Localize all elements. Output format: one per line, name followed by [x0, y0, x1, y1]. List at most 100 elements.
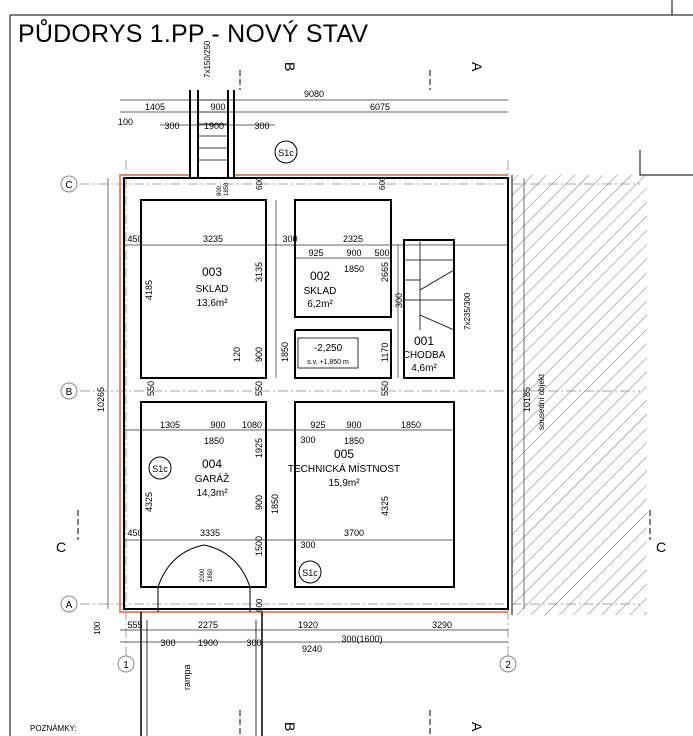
room-002-number: 002: [310, 269, 330, 283]
section-mark-c-left: C: [56, 539, 66, 555]
dimension-label: 300: [300, 435, 315, 445]
room-003-number: 003: [202, 265, 222, 279]
room-002-area: 6,2m²: [307, 299, 333, 310]
dimension-label: 900: [346, 248, 361, 258]
dimension-label: 550: [380, 381, 390, 396]
dimension-label: 450: [127, 528, 142, 538]
room-005-name: TECHNICKÁ MÍSTNOST: [288, 462, 400, 475]
notes-label: POZNÁMKY:: [30, 724, 77, 733]
dimension-label: 1500: [254, 536, 264, 556]
room-001-area: 4,6m²: [411, 363, 437, 374]
dimension-label: 550: [146, 381, 156, 396]
dim-bottom-total: 9240: [302, 644, 322, 654]
ramp-label: rampa: [182, 664, 192, 690]
room-004-name: GARÁŽ: [195, 472, 229, 485]
walls: [123, 90, 509, 610]
dimension-label: 2: [505, 660, 511, 671]
dimension-label: 300(1600): [341, 634, 382, 644]
dimension-label: 1850: [208, 568, 214, 582]
dimension-label: 300: [300, 540, 315, 550]
grid-axis-2: [499, 655, 517, 673]
dimension-lines: [107, 99, 525, 643]
stair-top-label: 7x150/250: [203, 40, 212, 78]
dimension-label: 550: [254, 381, 264, 396]
dimension-label: 925: [310, 420, 325, 430]
dimension-label: 1925: [254, 438, 264, 458]
dimension-label: B: [66, 387, 73, 398]
dimension-label: 450: [127, 234, 142, 244]
level-sub: s.v. +1,850 m: [307, 359, 349, 366]
dim-right-total: 10185: [522, 387, 532, 412]
grid-axis-b: [60, 382, 78, 400]
stair-right-label: 7x235/300: [463, 292, 472, 330]
dimension-label: 1920: [298, 620, 318, 630]
dimension-label: 1: [123, 660, 129, 671]
room-005-area: 15,9m²: [328, 478, 360, 489]
dimension-label: 300: [164, 121, 179, 131]
dimension-label: A: [66, 600, 73, 611]
neighbour-label: sousední objekt: [537, 373, 546, 430]
dimension-label: 900: [346, 420, 361, 430]
dimension-label: 800: [217, 185, 223, 196]
dim-100: 100: [118, 117, 133, 127]
dim-left-total: 10265: [96, 387, 106, 412]
ramp: [140, 612, 263, 736]
grid-axis-1: [117, 655, 135, 673]
dimension-label: 1850: [344, 264, 364, 274]
level-value: -2,250: [314, 343, 343, 354]
dimension-label: 1850: [401, 420, 421, 430]
dimension-label: C: [65, 180, 72, 191]
grid-axis-c: [60, 175, 78, 193]
dimension-label: 1305: [160, 420, 180, 430]
garage-door: [157, 544, 251, 612]
dimension-label: 300: [246, 638, 261, 648]
dimension-label: 1080: [242, 420, 262, 430]
dimension-label: 2325: [343, 234, 363, 244]
dimension-label: 4185: [144, 280, 154, 300]
room-002-name: SKLAD: [304, 286, 337, 297]
page-title: PŮDORYS 1.PP - NOVÝ STAV: [18, 20, 369, 48]
dimension-label: 900: [254, 347, 264, 362]
dimension-label: 1405: [145, 102, 165, 112]
dimension-label: 100: [93, 621, 102, 635]
section-mark-b-top: B: [282, 62, 298, 71]
dimension-label: 1850: [280, 342, 290, 362]
dimension-label: 900: [254, 495, 264, 510]
dimension-label: 3700: [344, 528, 364, 538]
dimension-label: 300: [394, 293, 404, 308]
dimension-label: 3335: [200, 528, 220, 538]
dimension-label: 600: [378, 176, 387, 190]
section-mark-b-bottom: B: [282, 722, 298, 731]
dimension-label: 600: [255, 598, 264, 612]
section-mark-a-top: A: [469, 62, 485, 72]
room-003-area: 13,6m²: [196, 298, 228, 309]
neighbour-building: [512, 175, 647, 615]
dimension-label: 6075: [370, 102, 390, 112]
dimension-label: 300: [160, 638, 175, 648]
dimension-label: 2275: [198, 620, 218, 630]
grid-axis-markers: C B A 1 2: [60, 175, 517, 673]
dimension-label: 900: [210, 102, 225, 112]
section-mark-a-bottom: A: [469, 722, 485, 732]
room-001-name: CHODBA: [403, 350, 446, 361]
dimension-label: 3235: [203, 234, 223, 244]
dimension-label: 1850: [224, 182, 230, 196]
room-004-area: 14,3m²: [196, 488, 228, 499]
dimension-label: 1850: [270, 494, 280, 514]
dimension-label: 3135: [254, 262, 264, 282]
dimension-label: 2000: [200, 568, 206, 582]
dimension-label: 4325: [144, 492, 154, 512]
dimension-label: 4325: [380, 496, 390, 516]
stair-treads-right: [404, 240, 455, 331]
section-lines: [77, 70, 651, 736]
section-mark-c-right: C: [656, 539, 666, 555]
dimension-label: 1850: [344, 436, 364, 446]
tag-s1c-top: S1c: [278, 148, 294, 158]
level-box: [297, 337, 359, 369]
dimension-label: 500: [374, 248, 389, 258]
dimension-label: 1170: [380, 343, 390, 362]
dimension-label: 3290: [432, 620, 452, 630]
insulation-outline: [119, 174, 508, 613]
dimension-label: 120: [232, 347, 242, 362]
